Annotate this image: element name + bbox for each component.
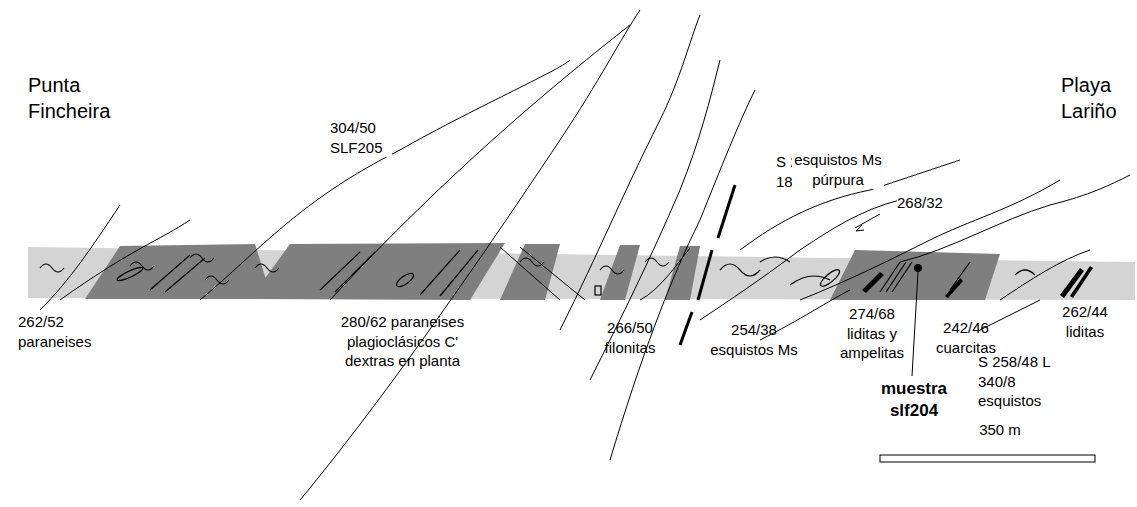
- map-label: 262/52 paraneises: [18, 312, 100, 351]
- map-label: 254/38 esquistos Ms: [708, 320, 800, 359]
- map-label: 242/46 cuarcitas: [930, 318, 1002, 357]
- map-label: Punta Fincheira: [28, 72, 128, 124]
- band: [28, 243, 1135, 300]
- map-label: muestra slf204: [872, 378, 956, 422]
- map-label: 304/50 SLF205: [330, 118, 392, 157]
- map-label: 268/32: [897, 193, 952, 213]
- map-label: 266/50 filonitas: [598, 318, 662, 357]
- map-label: 274/68 liditas y ampelitas: [836, 304, 908, 363]
- band-marks: [40, 250, 1035, 296]
- arrow-mark: [855, 214, 880, 231]
- map-label: 280/62 paraneises plagioclásicos C' dext…: [330, 312, 475, 371]
- map-label: 350 m: [970, 420, 1030, 440]
- fault: [680, 185, 735, 345]
- leader-line: [912, 272, 918, 376]
- map-label: 262/44 liditas: [1055, 302, 1115, 341]
- map-label: S 258/48 L 340/8 esquistos: [978, 352, 1052, 411]
- map-label: Playa Lariño: [1061, 72, 1133, 124]
- scale-bar: [880, 455, 1095, 462]
- structural-lines: [40, 10, 1130, 500]
- sample-dot: [914, 264, 922, 272]
- map-label: esquistos Ms púrpura: [792, 150, 884, 189]
- dark-lenses: [862, 266, 1093, 298]
